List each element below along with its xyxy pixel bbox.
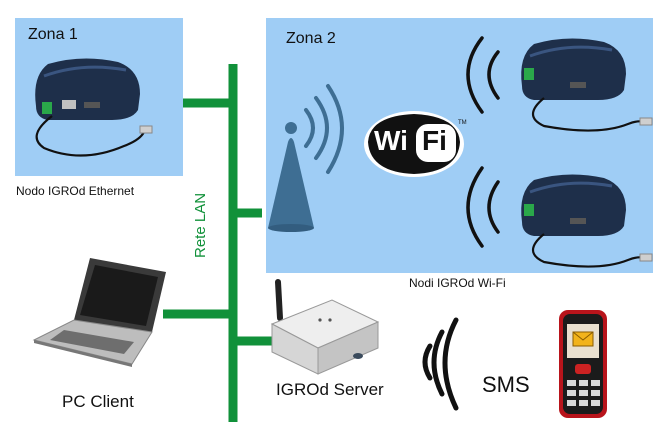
wifi-logo-fi: Fi (422, 125, 447, 156)
mobile-phone-icon (559, 310, 607, 418)
pc-client-caption: PC Client (62, 392, 134, 411)
wifi-logo-wi: Wi (374, 125, 408, 156)
server-caption: IGROd Server (276, 380, 384, 399)
sms-signal-icon (422, 317, 459, 411)
igrod-ethernet-node-icon (35, 58, 153, 157)
igrod-wifi-node-icon-2 (521, 174, 653, 268)
sms-label: SMS (482, 372, 530, 397)
wifi-logo: Wi Fi TM (360, 108, 470, 180)
zone-1-title: Zona 1 (28, 26, 78, 43)
wifi-nodes-caption: Nodi IGROd Wi-Fi (409, 276, 506, 290)
antenna-icon (268, 84, 344, 232)
laptop-icon (32, 258, 166, 367)
ethernet-node-caption: Nodo IGROd Ethernet (16, 184, 135, 198)
igrod-wifi-node-icon-1 (521, 38, 653, 132)
envelope-icon (572, 331, 594, 347)
wifi-logo-trademark: TM (458, 120, 467, 126)
lan-label: Rete LAN (192, 192, 209, 258)
server-box-icon (270, 279, 380, 375)
zone-2-title: Zona 2 (286, 30, 336, 47)
wifi-signal-icon (466, 36, 500, 248)
